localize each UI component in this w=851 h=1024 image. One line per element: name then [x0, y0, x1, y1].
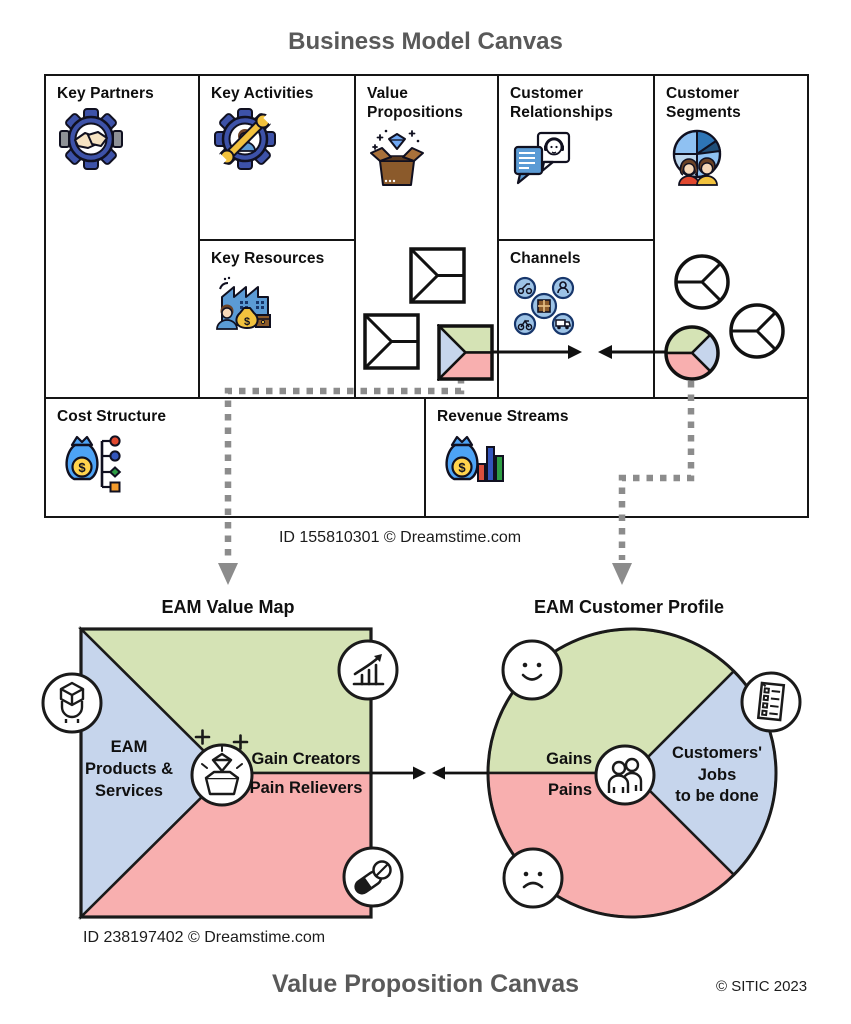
customers-people-icon	[593, 743, 657, 812]
cost-structure-label: Cost Structure	[57, 408, 167, 425]
cell-customer-relationships: Customer Relationships	[498, 75, 654, 240]
vpc-fit-arrow-right	[372, 766, 426, 780]
cell-key-partners: Key Partners	[45, 75, 199, 398]
svg-text:$: $	[78, 460, 86, 475]
value-map-square	[77, 625, 374, 925]
customer-profile-mini-blank-icon	[673, 253, 731, 316]
svg-text:$: $	[458, 460, 466, 475]
cell-revenue-streams: Revenue Streams $	[425, 398, 808, 517]
customer-profile-title: EAM Customer Profile	[533, 597, 725, 617]
svg-text:$: $	[244, 316, 250, 328]
customer-profile-mini-colored-icon	[663, 324, 721, 387]
revenue-streams-label: Revenue Streams	[437, 408, 569, 425]
value-map-mini-blank-icon	[363, 313, 420, 375]
vpc-title: Value Proposition Canvas	[271, 970, 580, 998]
value-map-credit: ID 238197402 © Dreamstime.com	[83, 929, 326, 946]
pain-relievers-label: Pain Relievers	[249, 779, 363, 797]
value-map-mini-blank-icon	[409, 247, 466, 309]
pains-label: Pains	[547, 781, 592, 799]
bmc-credit: ID 155810301 © Dreamstime.com	[278, 529, 522, 546]
channels-icon	[511, 273, 653, 344]
value-propositions-icon	[368, 127, 497, 194]
cell-key-activities: Key Activities	[199, 75, 355, 240]
key-partners-icon	[58, 107, 198, 175]
customers-jobs-label: Customers' Jobs to be done	[671, 744, 763, 805]
copyright-note: © SITIC 2023	[716, 978, 808, 995]
pains-sad-icon	[501, 846, 565, 915]
pain-pill-icon	[341, 845, 405, 914]
customer-relationships-icon	[511, 127, 653, 190]
channels-label: Channels	[510, 250, 581, 267]
key-partners-label: Key Partners	[57, 85, 154, 102]
jobs-checklist-icon	[739, 670, 803, 739]
customer-profile-mini-blank-icon	[728, 302, 786, 365]
value-map-title: EAM Value Map	[161, 597, 295, 617]
cost-structure-icon: $	[58, 431, 424, 500]
gains-smiley-icon	[500, 638, 564, 707]
value-propositions-label: Value Propositions	[367, 85, 463, 121]
key-activities-label: Key Activities	[211, 85, 314, 102]
value-map-mini-colored-icon	[435, 322, 494, 386]
products-services-icon	[40, 671, 104, 740]
cell-key-resources: Key Resources $	[199, 240, 355, 398]
products-services-label: EAM Products & Services	[84, 738, 173, 800]
vpc-fit-arrow-left	[432, 766, 488, 780]
customer-relationships-label: Customer Relationships	[510, 85, 613, 121]
gains-label: Gains	[546, 750, 592, 768]
cell-cost-structure: Cost Structure $	[45, 398, 425, 517]
key-resources-icon: $	[212, 273, 354, 340]
key-activities-icon	[212, 107, 354, 175]
gain-growth-icon	[336, 638, 400, 707]
value-proposition-gift-icon	[182, 726, 262, 815]
customer-segments-icon	[667, 127, 807, 194]
cell-channels: Channels	[498, 240, 654, 398]
key-resources-label: Key Resources	[211, 250, 325, 267]
bmc-title: Business Model Canvas	[288, 28, 563, 55]
gain-creators-label: Gain Creators	[251, 750, 361, 768]
revenue-streams-icon: $	[438, 431, 807, 500]
customer-segments-label: Customer Segments	[666, 85, 741, 121]
